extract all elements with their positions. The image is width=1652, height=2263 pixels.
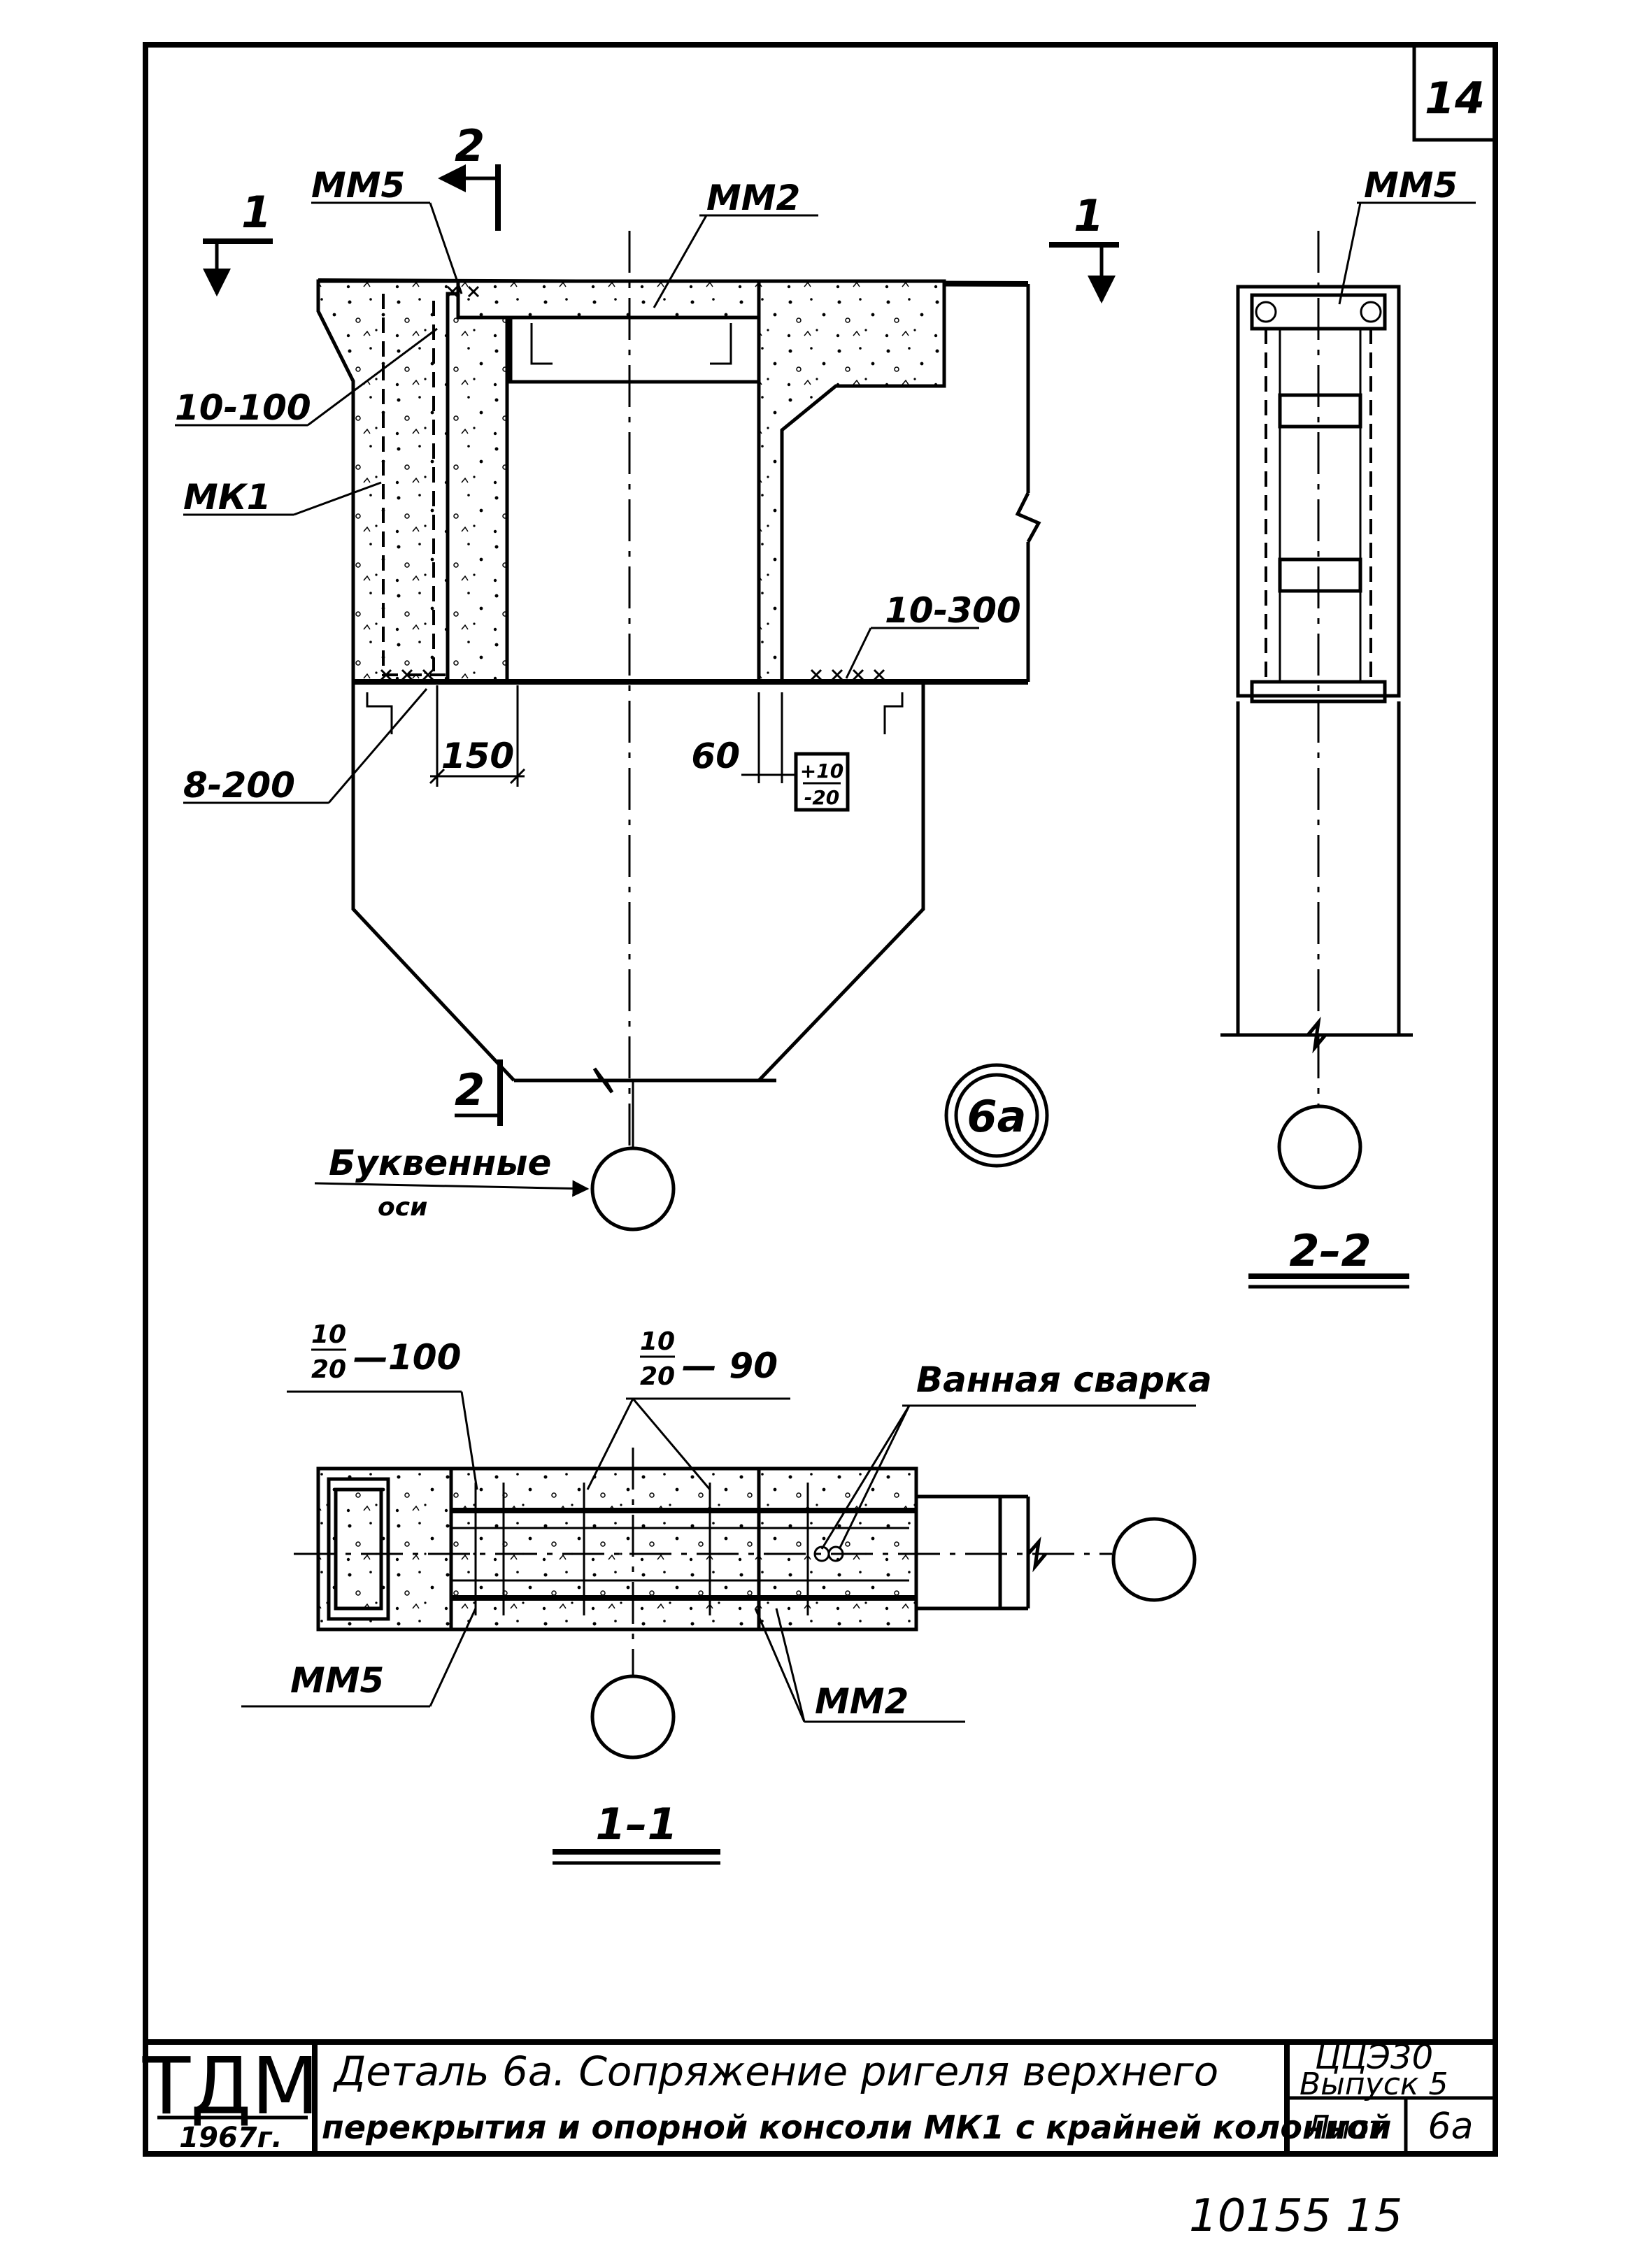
label-mm5-plan: ММ5 — [290, 1660, 384, 1701]
label-bath-welding: Ванная сварка — [916, 1359, 1212, 1400]
frac2-tail: — 90 — [682, 1345, 778, 1386]
issue: Выпуск 5 — [1299, 2066, 1448, 2102]
section-2-2-title: 2–2 — [1289, 1225, 1371, 1276]
axis-bubble-plan-bottom — [590, 1674, 676, 1759]
label-mm5-top: ММ5 — [311, 165, 405, 206]
letter-axes-line2: оси — [378, 1193, 427, 1222]
label-8-200: 8-200 — [183, 765, 295, 806]
label-mk1: МК1 — [183, 477, 271, 517]
plan-labels: 10 20 —100 10 20 — 90 Ванная сварка ММ5 … — [241, 1320, 1212, 1723]
title-line2: перекрытия и опорной консоли МК1 с крайн… — [322, 2108, 1391, 2146]
detail-mark: 6а — [944, 1063, 1049, 1168]
dim-150-text: 150 — [441, 736, 514, 776]
letter-axes-note: Буквенные оси — [314, 1143, 590, 1222]
cut-markers: 1 1 2 2 — [203, 120, 1119, 1126]
elevation-view: 150 60 +10 -20 ММ5 ММ2 10-100 МК1 — [175, 120, 1119, 1232]
corner-number: 14 — [1425, 73, 1485, 124]
axis-bubble-section-2-2 — [1277, 1104, 1362, 1190]
tolerance-bottom: -20 — [804, 786, 840, 809]
label-10-300: 10-300 — [885, 590, 1021, 631]
label-mm2-top: ММ2 — [706, 178, 800, 218]
section-1-1-view: 10 20 —100 10 20 — 90 Ванная сварка ММ5 … — [241, 1320, 1212, 1865]
corner-number-box: 14 — [1412, 43, 1497, 142]
title-line1: Деталь 6а. Сопряжение ригеля верхнего — [332, 2048, 1218, 2095]
axis-bubble-elevation — [590, 1146, 676, 1232]
archive-number: 10155 15 — [1189, 2190, 1402, 2242]
label-mm2-plan: ММ2 — [815, 1681, 909, 1722]
sheet-label: Лист — [1304, 2108, 1388, 2146]
sheet-border — [143, 42, 1498, 2157]
dimension-60: 60 +10 -20 — [691, 692, 850, 812]
label-mm5-side: ММ5 — [1364, 165, 1458, 206]
section-1-1-title: 1–1 — [595, 1799, 677, 1850]
title-block: ТДМ 1967г. Деталь 6а. Сопряжение ригеля … — [142, 2038, 1495, 2154]
dimension-150: 150 — [429, 685, 526, 787]
dim-60-text: 60 — [691, 736, 740, 776]
tolerance-top: +10 — [800, 759, 843, 783]
series: ЦЦЭ30 — [1315, 2038, 1433, 2077]
label-10-100: 10-100 — [175, 387, 311, 428]
cut-2-bottom: 2 — [455, 1064, 485, 1115]
detail-mark-text: 6а — [967, 1091, 1027, 1142]
year: 1967г. — [179, 2122, 282, 2154]
axis-bubble-plan-right — [1111, 1517, 1197, 1602]
frac1-den: 20 — [311, 1355, 346, 1384]
section-2-2-view: ММ5 2–2 — [1220, 165, 1476, 1289]
frac2-den: 20 — [640, 1362, 675, 1391]
letter-axes-line1: Буквенные — [329, 1143, 551, 1183]
frac2-num: 10 — [640, 1327, 675, 1356]
frac1-tail: —100 — [353, 1337, 461, 1378]
weld-marks — [380, 285, 885, 681]
frac1-num: 10 — [311, 1320, 346, 1349]
cut-1-right: 1 — [1074, 190, 1104, 241]
cut-2-top: 2 — [455, 120, 485, 171]
sheet-value: 6а — [1428, 2106, 1474, 2148]
elevation-labels: ММ5 ММ2 10-100 МК1 8-200 10-300 — [175, 165, 1021, 806]
cut-1-left: 1 — [241, 187, 271, 238]
